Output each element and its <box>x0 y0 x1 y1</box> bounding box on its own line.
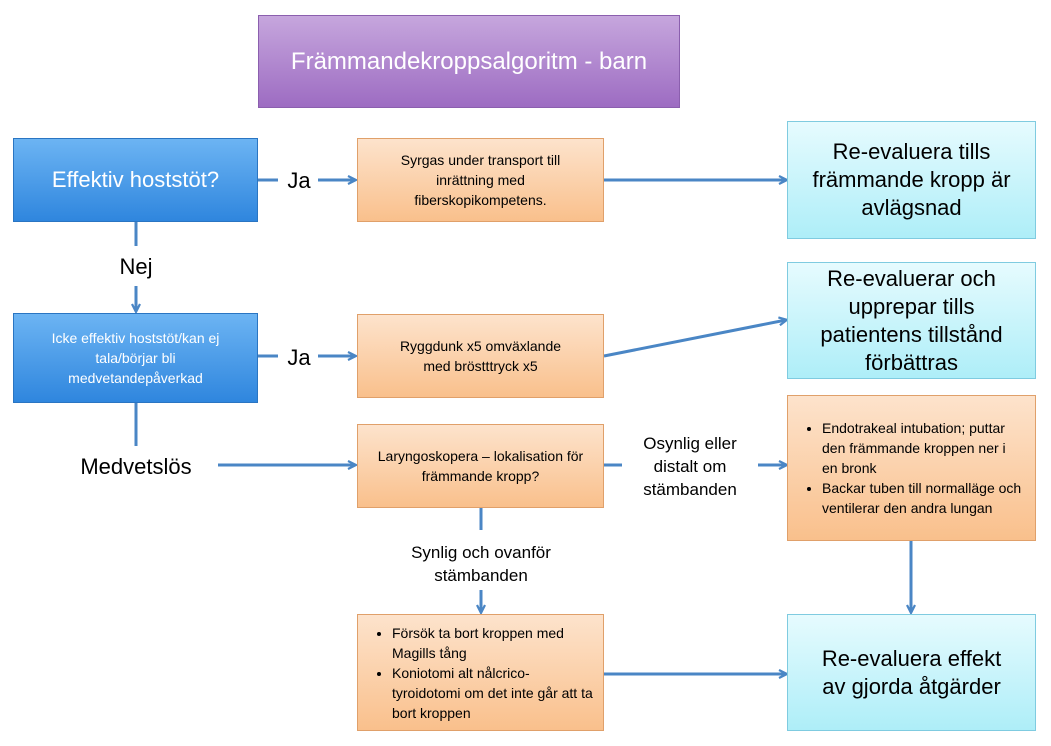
label-nej: Nej <box>119 254 153 279</box>
label-ja-2: Ja <box>287 345 311 370</box>
node-ineffective-cough: Icke effektiv hoststöt/kan ej tala/börja… <box>13 313 258 403</box>
label-invisible-distal: Osynlig eller distalt om stämbanden <box>643 434 737 499</box>
node-laryngoscope: Laryngoskopera – lokalisation för främma… <box>357 424 604 508</box>
list-item: Backar tuben till normalläge och ventile… <box>822 478 1023 518</box>
node-reevaluate-removed: Re-evaluera tills främmande kropp är avl… <box>787 121 1036 239</box>
label-medvetslos: Medvetslös <box>80 454 192 479</box>
label-visible-above: Synlig och ovanför stämbanden <box>411 543 551 585</box>
list-item: Koniotomi alt nålcrico-tyroidotomi om de… <box>392 663 593 723</box>
node-reevaluate-repeat: Re-evaluerar och upprepar tills patiente… <box>787 262 1036 379</box>
label-ja-1: Ja <box>287 168 311 193</box>
node-intubation: Endotrakeal intubation; puttar den främm… <box>787 395 1036 541</box>
diagram-title: Främmandekroppsalgoritm - barn <box>258 15 680 108</box>
node-remove-foreign-body: Försök ta bort kroppen med Magills tång … <box>357 614 604 731</box>
arrow-backblows-reeval <box>603 320 786 358</box>
intubation-list: Endotrakeal intubation; puttar den främm… <box>788 418 1023 518</box>
node-effective-cough: Effektiv hoststöt? <box>13 138 258 222</box>
node-back-blows: Ryggdunk x5 omväxlande med bröstttryck x… <box>357 314 604 398</box>
list-item: Försök ta bort kroppen med Magills tång <box>392 623 593 663</box>
list-item: Endotrakeal intubation; puttar den främm… <box>822 418 1023 478</box>
node-reevaluate-effect: Re-evaluera effekt av gjorda åtgärder <box>787 614 1036 731</box>
node-oxygen-transport: Syrgas under transport till inrättning m… <box>357 138 604 222</box>
remove-list: Försök ta bort kroppen med Magills tång … <box>358 623 593 723</box>
